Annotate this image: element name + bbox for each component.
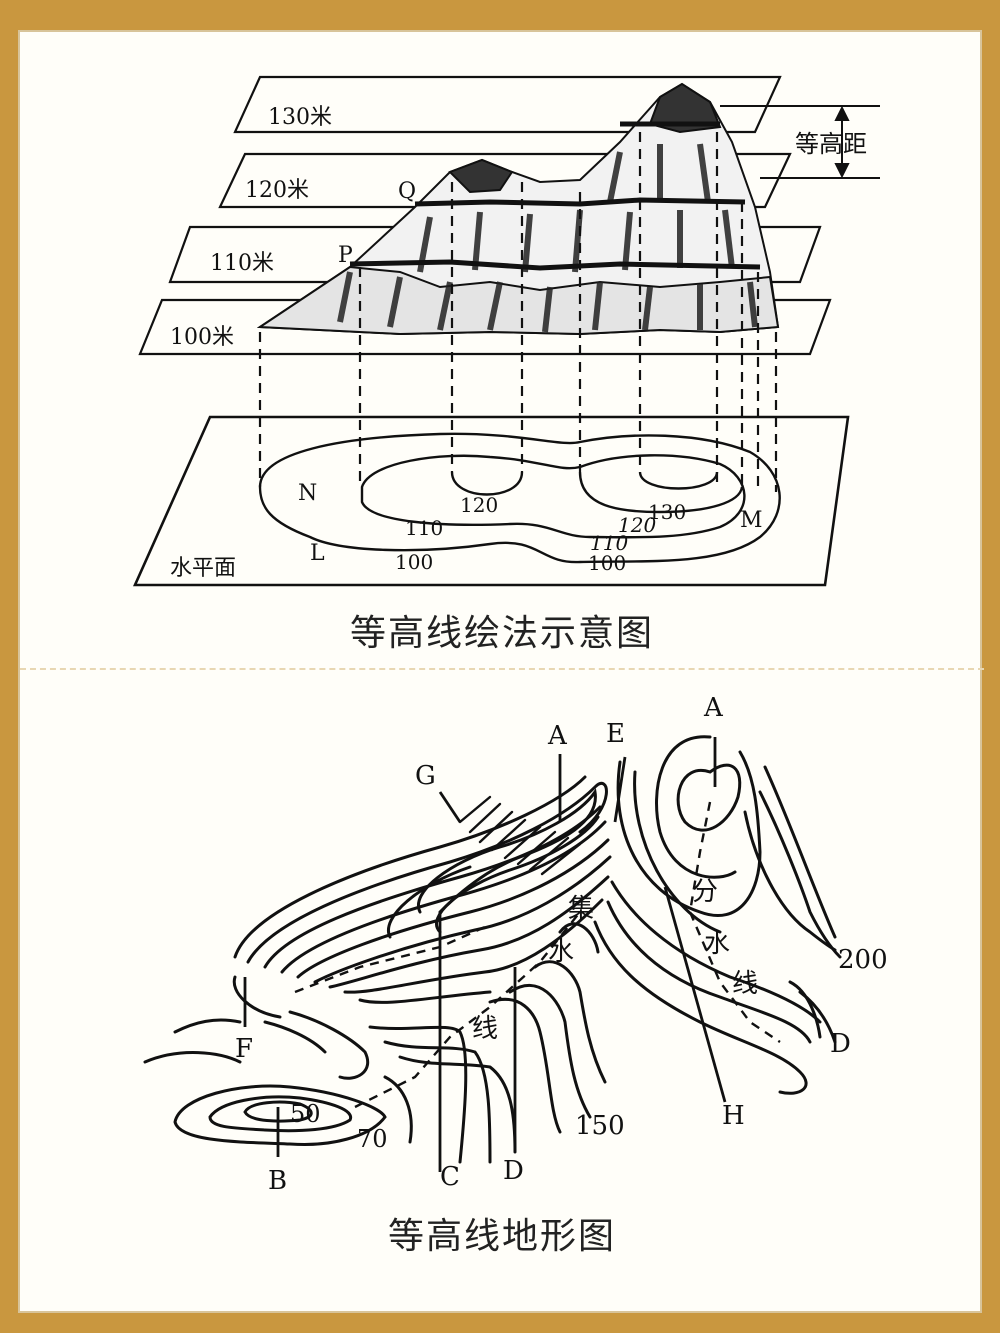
map-contours: [143, 735, 842, 1164]
valley-text-2: 水: [548, 937, 574, 967]
letter-f: F: [235, 1034, 253, 1064]
interval-label: 等高距: [795, 130, 867, 158]
contour-label-120-right: 120: [618, 513, 656, 537]
map-dashed-lines: [294, 801, 781, 1109]
contour-label-50: 50: [290, 1100, 321, 1128]
letter-d1: D: [503, 1156, 524, 1186]
valley-text-1: 集: [568, 894, 594, 924]
letter-e: E: [606, 719, 625, 749]
mountain: [256, 82, 780, 336]
contour-label-120-left: 120: [460, 493, 498, 517]
plane-label-110: 110米: [210, 251, 274, 276]
contour-drawing-diagram: [132, 75, 880, 587]
projection-lines: [258, 132, 778, 492]
profile-lines: [243, 737, 727, 1172]
contour-label-150: 150: [575, 1111, 625, 1141]
line-e: [613, 756, 627, 823]
contour-label-200: 200: [838, 945, 888, 975]
plane-label-130: 130米: [268, 105, 332, 130]
bottom-labels: A E A G F B C D H D 200 150 50 70 集 水 线 …: [235, 693, 888, 1196]
figure-card: 130米 120米 110米 100米 等高距 Q P N L M 水平面 12…: [18, 30, 984, 1313]
plane-label-120: 120米: [245, 178, 309, 203]
point-label-m: M: [740, 508, 763, 533]
projected-contours: [258, 432, 781, 564]
section-divider: [20, 668, 984, 670]
ridge-text-3: 线: [732, 969, 758, 999]
base-plane: [132, 415, 850, 587]
valley-text-3: 线: [472, 1014, 498, 1044]
letter-c: C: [440, 1162, 460, 1192]
letter-h: H: [722, 1101, 745, 1131]
contour-label-100-left: 100: [395, 550, 433, 574]
line-g: [438, 791, 462, 823]
line-h: [663, 886, 727, 1103]
top-caption: 等高线绘法示意图: [349, 613, 654, 654]
contour-label-110-left: 110: [405, 516, 443, 540]
point-label-p: P: [338, 243, 353, 268]
contour-label-70: 70: [357, 1125, 388, 1153]
contour-label-130: 130: [648, 500, 686, 524]
contour-topographic-map: [143, 735, 842, 1172]
ridge-text-1: 分: [692, 877, 718, 907]
contour-label-100-right: 100: [588, 551, 626, 575]
top-labels: 130米 120米 110米 100米 等高距 Q P N L M 水平面 12…: [170, 105, 867, 581]
point-label-l: L: [310, 541, 325, 566]
letter-d2: D: [830, 1029, 851, 1059]
point-label-n: N: [298, 481, 317, 506]
letter-b: B: [268, 1166, 287, 1196]
base-plane-label: 水平面: [170, 556, 236, 581]
contour-label-110-right: 110: [590, 531, 628, 555]
plane-label-100: 100米: [170, 325, 234, 350]
plane-130: [233, 75, 782, 134]
letter-a1: A: [547, 721, 568, 751]
letter-g: G: [415, 761, 436, 791]
ridge-text-2: 水: [704, 929, 730, 959]
letter-a2: A: [703, 693, 724, 723]
point-label-q: Q: [398, 179, 416, 204]
interval-arrow: [720, 105, 880, 179]
bottom-caption: 等高线地形图: [387, 1216, 616, 1257]
